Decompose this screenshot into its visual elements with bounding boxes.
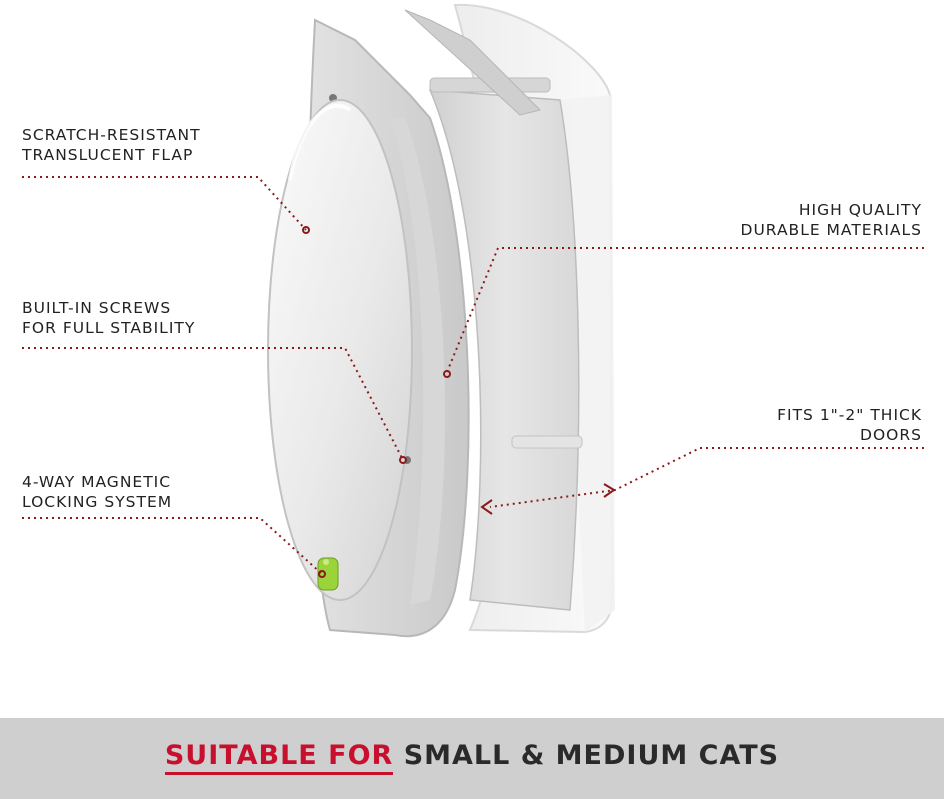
callout-locking-line2: LOCKING SYSTEM [22,493,173,511]
footer-text: SUITABLE FOR SMALL & MEDIUM CATS [0,740,944,775]
callout-flap-line1: SCRATCH-RESISTANT [22,126,201,144]
callout-lines [22,176,924,575]
translucent-flap [267,99,413,601]
tunnel [404,9,583,611]
callout-locking-line1: 4-WAY MAGNETIC [22,473,172,491]
callout-screws: BUILT-IN SCREWS FOR FULL STABILITY [22,298,195,338]
magnetic-lock [317,557,339,591]
footer-rest: SMALL & MEDIUM CATS [403,740,780,771]
callout-doors: FITS 1"-2" THICK DOORS [777,405,922,445]
callout-screws-line1: BUILT-IN SCREWS [22,299,172,317]
callout-markers [302,226,616,578]
callout-locking: 4-WAY MAGNETIC LOCKING SYSTEM [22,472,172,512]
callout-materials-line2: DURABLE MATERIALS [740,221,922,239]
callout-screws-line2: FOR FULL STABILITY [22,319,196,337]
callout-flap-line2: TRANSLUCENT FLAP [22,146,194,164]
callout-doors-line2: DOORS [860,426,922,444]
callout-doors-line1: FITS 1"-2" THICK [777,406,922,424]
footer-banner [0,718,944,799]
callout-materials: HIGH QUALITY DURABLE MATERIALS [741,200,922,240]
footer-accent: SUITABLE FOR [164,740,394,775]
callout-flap: SCRATCH-RESISTANT TRANSLUCENT FLAP [22,125,201,165]
callout-materials-line1: HIGH QUALITY [798,201,922,219]
